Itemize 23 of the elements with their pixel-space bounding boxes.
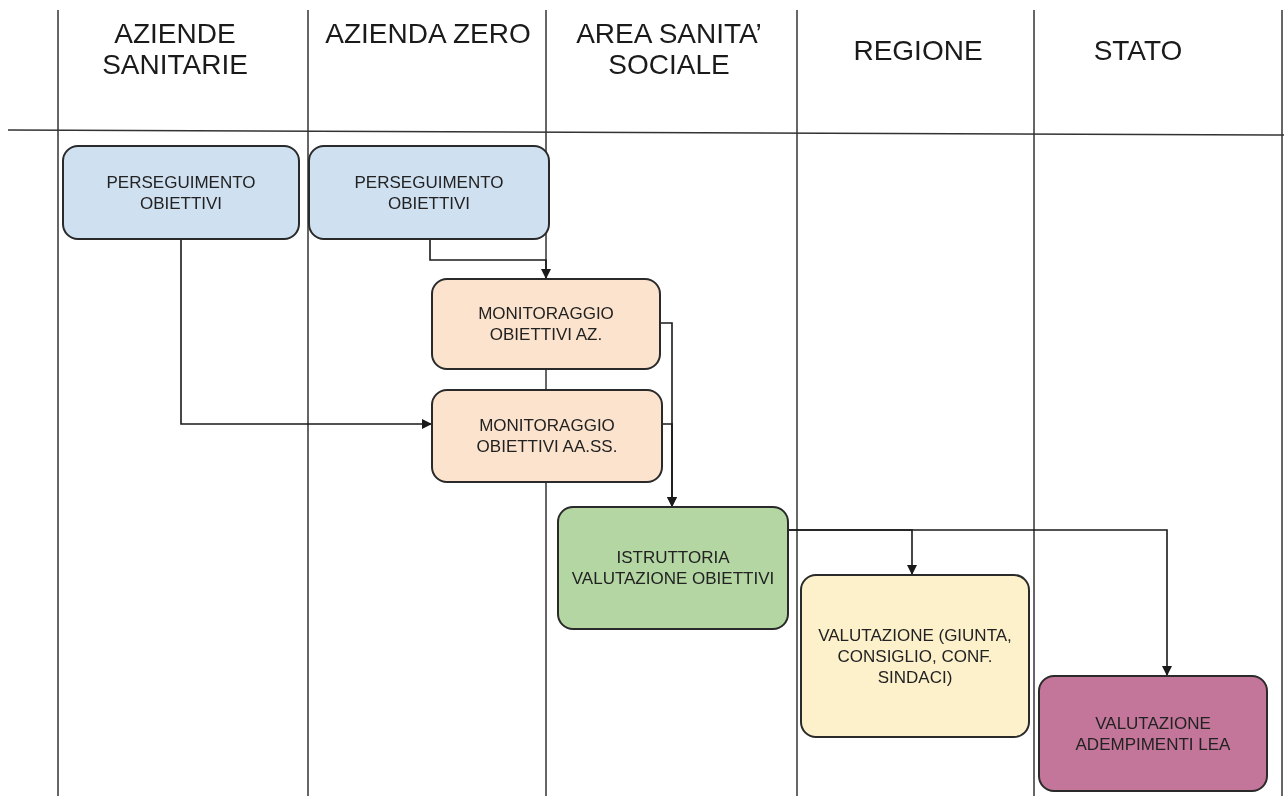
arrow <box>180 239 432 429</box>
box-text: PERSEGUIMENTO OBIETTIVI <box>353 171 505 214</box>
lane-header: AREA SANITA’ SOCIALE <box>575 18 763 80</box>
arrow <box>788 529 1172 676</box>
arrow <box>662 423 677 507</box>
box-text: MONITORAGGIO OBIETTIVI AA.SS. <box>475 415 619 457</box>
process-box <box>800 574 1030 738</box>
lane-header: AZIENDA ZERO <box>324 18 532 49</box>
lane-header: AZIENDE SANITARIE <box>101 18 249 80</box>
process-box <box>557 506 789 630</box>
process-box <box>62 145 300 240</box>
lane-header: STATO <box>1092 35 1184 66</box>
lane-header: REGIONE <box>852 35 984 66</box>
box-text: VALUTAZIONE (GIUNTA, CONSIGLIO, CONF. SINDACI) <box>817 624 1013 688</box>
arrow <box>429 239 551 279</box>
box-text: PERSEGUIMENTO OBIETTIVI <box>105 171 257 214</box>
process-box <box>431 389 663 483</box>
process-box <box>308 145 550 240</box>
box-text: VALUTAZIONE ADEMPIMENTI LEA <box>1074 712 1232 755</box>
box-text: MONITORAGGIO OBIETTIVI AZ. <box>477 303 615 345</box>
box-text: ISTRUTTORIA VALUTAZIONE OBIETTIVI <box>570 547 776 589</box>
process-box <box>1038 675 1268 792</box>
process-box <box>431 278 661 370</box>
